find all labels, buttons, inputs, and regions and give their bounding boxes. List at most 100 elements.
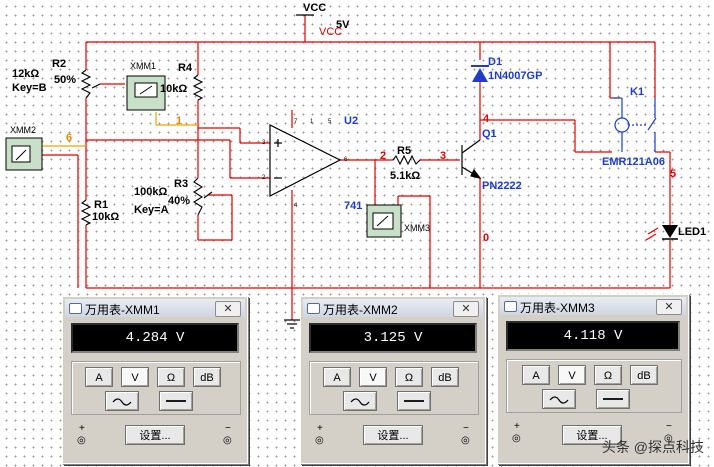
plus-terminal: + (79, 423, 85, 434)
dc-button[interactable] (159, 391, 193, 411)
r2-resistor (80, 69, 92, 99)
u2-pin-5: 5 (328, 119, 332, 125)
amp-button[interactable]: A (85, 367, 113, 387)
mode-group (506, 359, 682, 413)
vcc-value: 5V (336, 19, 350, 31)
r1-value: 10kΩ (92, 211, 120, 223)
db-button[interactable]: dB (431, 367, 459, 387)
window-title: 万用表-XMM2 (323, 303, 398, 317)
meter-icon (504, 301, 517, 312)
multimeter-window-xmm2[interactable]: 万用表-XMM2 ✕ 3.125 V A V Ω dB + − ◎ ◎ 设置..… (300, 296, 486, 464)
xmm1-name: XMM1 (130, 61, 157, 71)
settings-button[interactable]: 设置... (125, 425, 185, 445)
net-label-4: 4 (483, 113, 490, 125)
led1-led (645, 225, 678, 241)
volt-button[interactable]: V (359, 367, 387, 387)
close-icon[interactable]: ✕ (453, 301, 479, 317)
r2-pct: 50% (54, 74, 77, 86)
r3-name: R3 (174, 178, 189, 190)
ohm-button[interactable]: Ω (594, 365, 622, 385)
ac-button[interactable] (343, 391, 377, 411)
u2-pin-4: 4 (294, 203, 298, 209)
db-button[interactable]: dB (193, 367, 221, 387)
net-label-3: 3 (440, 150, 447, 162)
u2-part: 741 (344, 200, 363, 212)
r2-name: R2 (52, 58, 67, 70)
ac-wave-icon (112, 398, 132, 406)
ohm-button[interactable]: Ω (395, 367, 423, 387)
close-icon[interactable]: ✕ (215, 301, 241, 317)
r1-resistor (80, 199, 92, 226)
xmm3-name: XMM3 (404, 223, 431, 233)
minus-terminal: − (463, 423, 469, 434)
r3-resistor (192, 177, 204, 216)
q1-transistor (461, 139, 482, 179)
dc-button[interactable] (596, 389, 630, 409)
u2-pin-1: 1 (310, 119, 314, 125)
u2-pin-6: 6 (344, 157, 348, 163)
meter-icon (69, 303, 82, 314)
dc-line-icon (166, 400, 186, 402)
r2-value: 12kΩ (12, 68, 40, 80)
r3-key: Key=A (134, 204, 169, 216)
amp-button[interactable]: A (323, 367, 351, 387)
amp-button[interactable]: A (522, 365, 550, 385)
r5-resistor (392, 154, 421, 166)
plus-terminal: + (514, 421, 520, 432)
dc-button[interactable] (397, 391, 431, 411)
dc-line-icon (404, 400, 424, 402)
settings-button[interactable]: 设置... (363, 425, 423, 445)
multimeter-window-xmm3[interactable]: 万用表-XMM3 ✕ 4.118 V A V Ω dB + − ◎ ◎ 设置..… (497, 294, 689, 464)
window-title: 万用表-XMM1 (85, 303, 160, 317)
plus-terminal-icon[interactable]: ◎ (315, 435, 324, 446)
net-label-2: 2 (380, 150, 387, 162)
title-bar[interactable]: 万用表-XMM1 ✕ (65, 299, 245, 317)
ac-wave-icon (549, 396, 569, 404)
watermark: 头条 @探点科技 (601, 439, 704, 455)
u2-pin-2: 2 (262, 175, 266, 181)
plus-terminal: + (317, 423, 323, 434)
r4-resistor (192, 74, 204, 101)
window-title: 万用表-XMM3 (520, 301, 595, 315)
r4-name: R4 (178, 62, 193, 74)
net-label-1: 1 (176, 115, 183, 127)
u2-opamp (269, 124, 342, 197)
db-button[interactable]: dB (630, 365, 658, 385)
d1-diode (471, 65, 489, 82)
r2-key: Key=B (12, 82, 47, 94)
settings-button[interactable]: 设置... (562, 425, 622, 445)
reading-display: 4.284 V (71, 323, 239, 353)
close-icon[interactable]: ✕ (656, 299, 682, 315)
ac-button[interactable] (542, 389, 576, 409)
vcc-net-label: VCC (319, 26, 343, 38)
r3-value: 100kΩ (134, 186, 168, 198)
r1-name: R1 (94, 199, 109, 211)
ac-wave-icon (350, 398, 370, 406)
u2-pin-3: 3 (262, 140, 266, 146)
d1-name: D1 (488, 56, 503, 68)
reading-display: 4.118 V (506, 321, 680, 351)
r4-value: 10kΩ (160, 83, 188, 95)
k1-relay (612, 97, 657, 152)
ohm-button[interactable]: Ω (157, 367, 185, 387)
q1-part: PN2222 (482, 180, 522, 192)
minus-terminal-icon[interactable]: ◎ (223, 435, 232, 446)
title-bar[interactable]: 万用表-XMM2 ✕ (303, 299, 483, 317)
volt-button[interactable]: V (558, 365, 586, 385)
title-bar[interactable]: 万用表-XMM3 ✕ (500, 297, 686, 315)
net-label-5: 5 (670, 168, 677, 180)
ac-button[interactable] (105, 391, 139, 411)
minus-terminal-icon[interactable]: ◎ (461, 435, 470, 446)
d1-part: 1N4007GP (488, 70, 543, 82)
net-label-0: 0 (483, 232, 490, 244)
u2-pin-7: 7 (294, 119, 298, 125)
k1-part: EMR121A06 (602, 156, 665, 168)
multimeter-window-xmm1[interactable]: 万用表-XMM1 ✕ 4.284 V A V Ω dB + − ◎ ◎ 设置..… (62, 296, 248, 464)
volt-button[interactable]: V (121, 367, 149, 387)
meter-icon (307, 303, 320, 314)
minus-terminal: − (225, 423, 231, 434)
plus-terminal-icon[interactable]: ◎ (512, 433, 521, 444)
plus-terminal-icon[interactable]: ◎ (77, 435, 86, 446)
minus-terminal-icon[interactable]: ◎ (664, 433, 673, 444)
